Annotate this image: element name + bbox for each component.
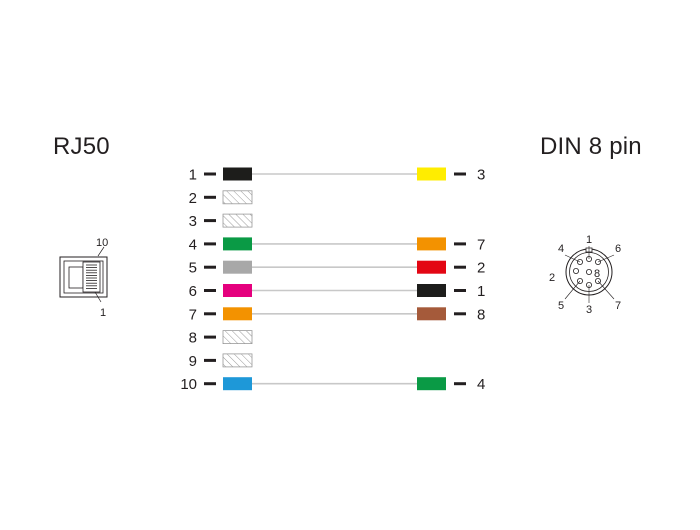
- left-wire-block: [223, 307, 252, 321]
- right-pin-number: 4: [477, 376, 485, 393]
- din-pin-label: 2: [549, 272, 555, 284]
- left-wire-block: [222, 190, 253, 205]
- din-leader-line: [597, 254, 615, 263]
- din-pin-label: 7: [615, 300, 621, 312]
- left-pin-number: 4: [189, 236, 197, 253]
- din-pin-label: 6: [615, 243, 621, 255]
- din-pin-label: 1: [586, 234, 592, 246]
- rj50-label-bottom: 1: [100, 307, 106, 319]
- rj50-title: RJ50: [53, 133, 110, 160]
- left-wire-block: [222, 353, 253, 368]
- right-wire-block: [417, 260, 446, 274]
- din-pin: [586, 268, 593, 275]
- din-pin-label: 3: [586, 304, 592, 316]
- left-pin-number: 5: [189, 260, 197, 277]
- right-pin-number: 2: [477, 260, 485, 277]
- left-pin-number: 3: [189, 213, 197, 230]
- din-title: DIN 8 pin: [540, 133, 642, 160]
- wire-row-8: 8: [189, 330, 253, 347]
- left-pin-number: 7: [189, 306, 197, 323]
- right-wire-block: [417, 237, 446, 251]
- right-wire-block: [417, 377, 446, 391]
- left-wire-block: [222, 330, 253, 345]
- left-wire-block: [223, 284, 252, 297]
- left-wire-block: [223, 377, 252, 391]
- right-pin-number: 3: [477, 167, 485, 184]
- wire-row-2: 2: [189, 190, 253, 207]
- right-wire-block: [417, 167, 446, 181]
- wire-row-10: 10 4: [180, 376, 485, 393]
- din-pin-label: 4: [558, 243, 564, 255]
- right-pin-number: 7: [477, 236, 485, 253]
- din-pin-label: 8: [594, 268, 600, 280]
- din-pin-label: 5: [558, 300, 564, 312]
- left-pin-number: 1: [189, 167, 197, 184]
- right-wire-block: [417, 284, 446, 297]
- wire-row-9: 9: [189, 353, 253, 370]
- right-pin-number: 8: [477, 306, 485, 323]
- din-leader-line: [564, 254, 581, 263]
- wire-row-3: 3: [189, 213, 253, 230]
- left-pin-number: 9: [189, 353, 197, 370]
- left-wire-block: [222, 213, 253, 228]
- din-pin: [573, 267, 580, 274]
- din-leader-line: [564, 280, 581, 300]
- left-wire-block: [223, 167, 252, 181]
- left-pin-number: 2: [189, 190, 197, 207]
- din-leader-line: [597, 280, 615, 300]
- left-pin-number: 10: [180, 376, 197, 393]
- left-wire-block: [223, 237, 252, 251]
- right-wire-block: [417, 307, 446, 321]
- left-pin-number: 6: [189, 283, 197, 300]
- rj50-jack-icon: [59, 246, 108, 303]
- rj50-label-top: 10: [96, 237, 108, 249]
- right-pin-number: 1: [477, 283, 485, 300]
- left-pin-number: 8: [189, 330, 197, 347]
- left-wire-block: [223, 260, 252, 274]
- din-connector-icon: [564, 246, 615, 303]
